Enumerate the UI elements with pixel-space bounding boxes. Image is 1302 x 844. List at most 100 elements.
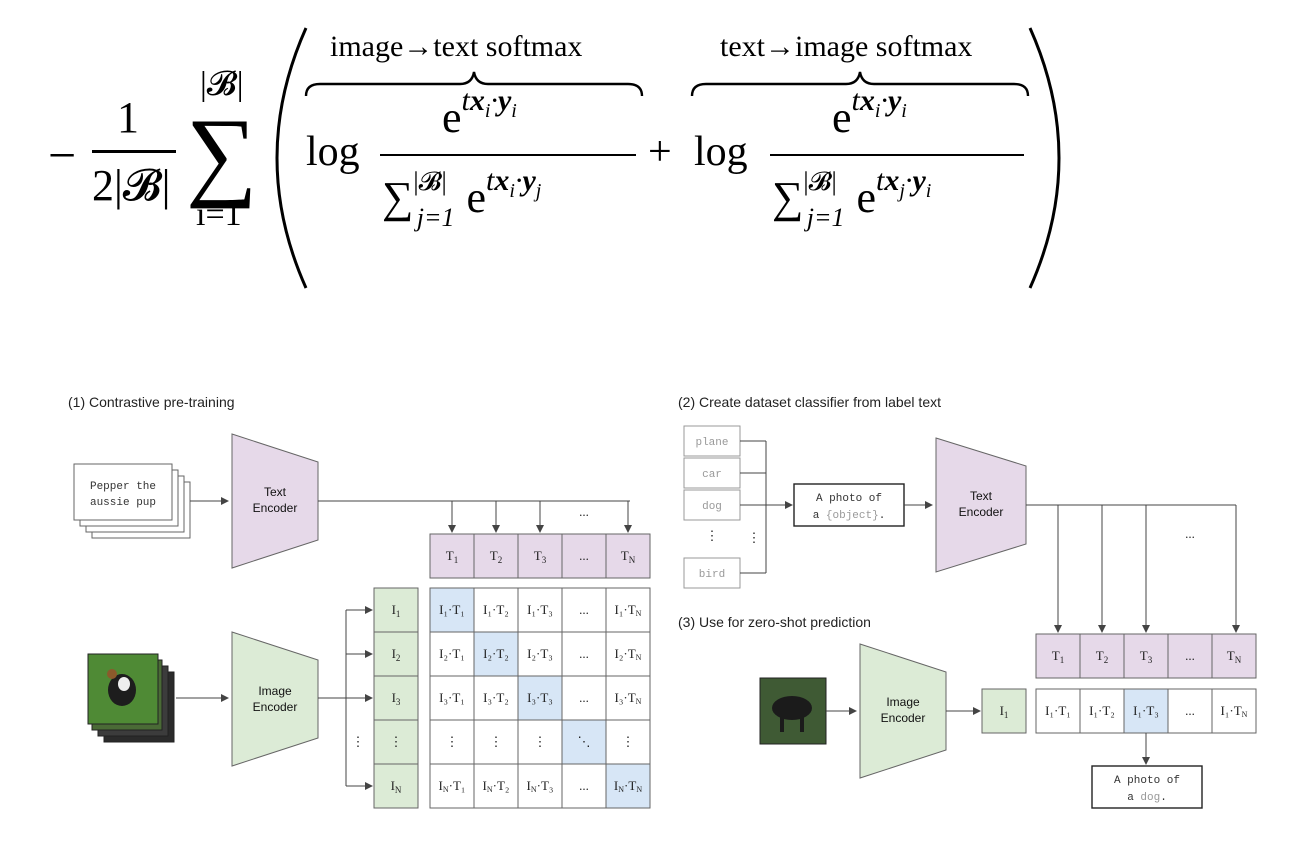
text-encoder-1-label2: Encoder bbox=[253, 501, 298, 515]
section1-title: (1) Contrastive pre-training bbox=[68, 394, 235, 410]
formula-frac-den: 2|𝓑| bbox=[92, 161, 171, 210]
svg-text:Encoder: Encoder bbox=[959, 505, 1004, 519]
svg-text:I₁·T₁: I₁·T₁ bbox=[439, 602, 465, 617]
formula-log-left: log bbox=[306, 129, 360, 175]
svg-text:I2: I2 bbox=[392, 646, 401, 663]
formula-minus: − bbox=[48, 127, 77, 183]
svg-text:IN·T₁: IN·T₁ bbox=[439, 778, 466, 794]
svg-text:...: ... bbox=[1185, 703, 1195, 718]
svg-text:⋮: ⋮ bbox=[490, 734, 503, 749]
section3-title: (3) Use for zero-shot prediction bbox=[678, 614, 871, 630]
svg-text:...: ... bbox=[579, 504, 589, 519]
formula-right-paren bbox=[1028, 27, 1061, 289]
svg-text:...: ... bbox=[579, 602, 589, 617]
svg-text:I₁·T₃: I₁·T₃ bbox=[527, 602, 553, 617]
image-encoder-1 bbox=[231, 631, 319, 767]
formula-left-numerator: etxi·yi bbox=[442, 84, 517, 142]
svg-text:a dog.: a dog. bbox=[1127, 792, 1167, 804]
svg-text:a {object}.: a {object}. bbox=[813, 510, 886, 522]
svg-text:I₁·T₁: I₁·T₁ bbox=[1045, 703, 1071, 718]
svg-text:IN·T₂: IN·T₂ bbox=[483, 778, 510, 794]
svg-text:I₁·TN: I₁·TN bbox=[615, 602, 642, 618]
formula-log-right: log bbox=[694, 129, 748, 175]
formula-brace-right bbox=[690, 71, 1030, 97]
formula-sum-bottom: i=1 bbox=[196, 196, 242, 233]
label-bird: bird bbox=[699, 569, 725, 581]
label-list: plane car dog ⋮ bird bbox=[683, 425, 741, 589]
svg-text:IN: IN bbox=[391, 778, 402, 795]
brace-left-label: image→text softmax bbox=[330, 30, 583, 63]
svg-text:⋮: ⋮ bbox=[748, 530, 761, 545]
section2-title: (2) Create dataset classifier from label… bbox=[678, 394, 941, 410]
svg-text:...: ... bbox=[1185, 526, 1195, 541]
text-token-row: T1 T2 T3 ... TN bbox=[429, 533, 651, 579]
text-encoder-2 bbox=[935, 437, 1027, 573]
formula-brace-left bbox=[304, 71, 644, 97]
svg-text:I₁·T₃: I₁·T₃ bbox=[1133, 703, 1159, 718]
svg-text:...: ... bbox=[579, 690, 589, 705]
svg-text:...: ... bbox=[579, 646, 589, 661]
brace-right-label: text→image softmax bbox=[720, 30, 973, 63]
zs-text-token-row: T1 T2 T3 ... TN bbox=[1035, 633, 1257, 679]
svg-text:IN·TN: IN·TN bbox=[614, 778, 642, 794]
svg-text:I₂·T₁: I₂·T₁ bbox=[439, 646, 465, 661]
svg-text:I₃·T₂: I₃·T₂ bbox=[483, 690, 509, 705]
text-encoder-1-label: Text bbox=[264, 485, 287, 499]
result-box bbox=[1091, 765, 1203, 809]
label-plane: plane bbox=[695, 437, 728, 449]
formula-right-numerator: etxi·yi bbox=[832, 84, 907, 142]
svg-text:I₂·TN: I₂·TN bbox=[615, 646, 642, 662]
svg-text:Image: Image bbox=[886, 695, 920, 709]
formula-frac-num: 1 bbox=[117, 93, 139, 142]
svg-text:I3: I3 bbox=[392, 690, 401, 707]
label-car: car bbox=[702, 469, 722, 481]
formula-left-paren bbox=[275, 27, 308, 289]
loss-formula: − 1 2|𝓑| |𝓑| ∑ i=1 image→text softmax te… bbox=[0, 0, 1302, 300]
caption-stack: Pepper the aussie pup bbox=[73, 463, 191, 539]
svg-text:⋮: ⋮ bbox=[534, 734, 547, 749]
similarity-matrix: I₁·T₁ I₁·T₂ I₁·T₃ ... I₁·TN I₂·T₁ I₂·T₂ … bbox=[429, 587, 651, 809]
image-encoder-2 bbox=[859, 643, 947, 779]
svg-text:⋱: ⋱ bbox=[578, 734, 591, 749]
label-ellipsis: ⋮ bbox=[706, 528, 719, 543]
text-encoder-1 bbox=[231, 433, 319, 569]
prompt-line1: A photo of bbox=[816, 493, 882, 505]
svg-text:I₃·T₁: I₃·T₁ bbox=[439, 690, 465, 705]
svg-text:...: ... bbox=[579, 548, 589, 563]
svg-text:⋮: ⋮ bbox=[390, 734, 403, 749]
formula-frac-bar bbox=[92, 150, 176, 153]
svg-text:IN·T₃: IN·T₃ bbox=[527, 778, 554, 794]
formula-sum-sign: ∑ bbox=[186, 98, 258, 209]
formula-sum-top: |𝓑| bbox=[200, 66, 244, 103]
svg-text:I₁·TN: I₁·TN bbox=[1221, 703, 1248, 719]
caption-line2: aussie pup bbox=[90, 497, 156, 509]
svg-text:I₃·T₃: I₃·T₃ bbox=[527, 690, 553, 705]
zs-product-row: I₁·T₁ I₁·T₂ I₁·T₃ ... I₁·TN bbox=[1035, 688, 1257, 734]
svg-text:...: ... bbox=[1185, 648, 1195, 663]
label-dog: dog bbox=[702, 501, 722, 513]
svg-text:I₁·T₂: I₁·T₂ bbox=[483, 602, 509, 617]
svg-text:I₂·T₂: I₂·T₂ bbox=[483, 646, 509, 661]
image-token-column: I1 I2 I3 ⋮ IN bbox=[373, 587, 419, 809]
formula-plus: + bbox=[648, 129, 672, 175]
svg-text:I₃·TN: I₃·TN bbox=[615, 690, 642, 706]
svg-text:Encoder: Encoder bbox=[253, 700, 298, 714]
svg-text:I1: I1 bbox=[1000, 703, 1009, 720]
svg-text:I1: I1 bbox=[392, 602, 401, 619]
svg-text:Encoder: Encoder bbox=[881, 711, 926, 725]
svg-text:Image: Image bbox=[258, 684, 292, 698]
svg-text:I₁·T₂: I₁·T₂ bbox=[1089, 703, 1115, 718]
caption-line1: Pepper the bbox=[90, 481, 156, 493]
svg-text:⋮: ⋮ bbox=[446, 734, 459, 749]
prompt-template-box bbox=[793, 483, 905, 527]
image-stack-1 bbox=[87, 653, 175, 743]
svg-text:Text: Text bbox=[970, 489, 993, 503]
svg-text:I₂·T₃: I₂·T₃ bbox=[527, 646, 553, 661]
result-line1: A photo of bbox=[1114, 775, 1180, 787]
zs-image bbox=[759, 677, 827, 745]
svg-text:⋮: ⋮ bbox=[622, 734, 635, 749]
formula-svg bbox=[275, 27, 1061, 289]
